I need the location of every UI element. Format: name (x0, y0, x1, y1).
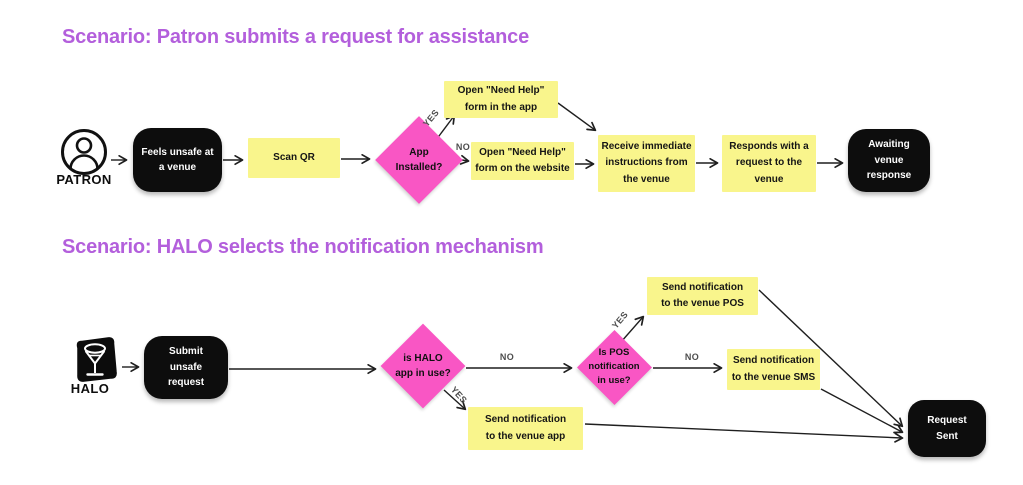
halo-actor-label: HALO (70, 381, 110, 396)
decision-pos-in-use: Is POS notification in use? (576, 329, 652, 405)
node-awaiting-response: Awaiting venue response (848, 129, 930, 192)
person-in-circle-icon (60, 128, 108, 176)
node-scan-qr: Scan QR (248, 138, 340, 178)
edge-sms-requestsent (820, 388, 904, 434)
scenario1-title: Scenario: Patron submits a request for a… (62, 26, 530, 48)
node-notify-pos: Send notification to the venue POS (647, 277, 758, 315)
node-notify-app: Send notification to the venue app (468, 407, 583, 450)
edge-label-no-3: NO (684, 352, 700, 362)
node-responds-request: Responds with a request to the venue (722, 135, 816, 192)
node-receive-instructions: Receive immediate instructions from the … (598, 135, 695, 192)
node-request-sent: Request Sent (908, 400, 986, 457)
edge-label-no-2: NO (499, 352, 515, 362)
edge-openapp-receive (557, 102, 597, 132)
decision-app-installed: App Installed? (375, 116, 463, 204)
node-feels-unsafe: Feels unsafe at a venue (133, 128, 222, 192)
node-submit-request: Submit unsafe request (144, 336, 228, 399)
node-open-form-website: Open "Need Help" form on the website (471, 142, 574, 180)
scenario2-title: Scenario: HALO selects the notification … (62, 236, 544, 258)
martini-glass-icon (71, 335, 119, 383)
node-notify-sms: Send notification to the venue SMS (727, 349, 820, 390)
edge-app-requestsent (584, 423, 904, 443)
node-open-form-app: Open "Need Help" form in the app (444, 81, 558, 118)
patron-actor-label: PATRON (56, 172, 112, 187)
edge-label-no-1: NO (455, 142, 471, 152)
decision-halo-app-in-use: is HALO app in use? (380, 323, 466, 409)
